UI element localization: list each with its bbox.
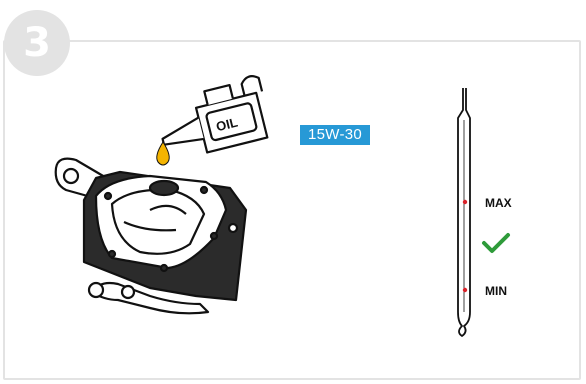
step-number: 3: [23, 20, 51, 66]
oil-drop-icon: [156, 141, 170, 166]
dipstick-min-label: MIN: [485, 284, 507, 298]
dipstick-max-label: MAX: [485, 196, 512, 210]
oil-grade-tag: 15W-30: [300, 125, 371, 145]
dipstick-max-mark: [462, 199, 468, 205]
oil-can-label: OIL: [214, 114, 239, 134]
checkmark-icon: [482, 233, 510, 253]
instruction-frame: [3, 40, 581, 380]
step-number-badge: 3: [4, 10, 70, 76]
dipstick-min-mark: [462, 287, 468, 293]
